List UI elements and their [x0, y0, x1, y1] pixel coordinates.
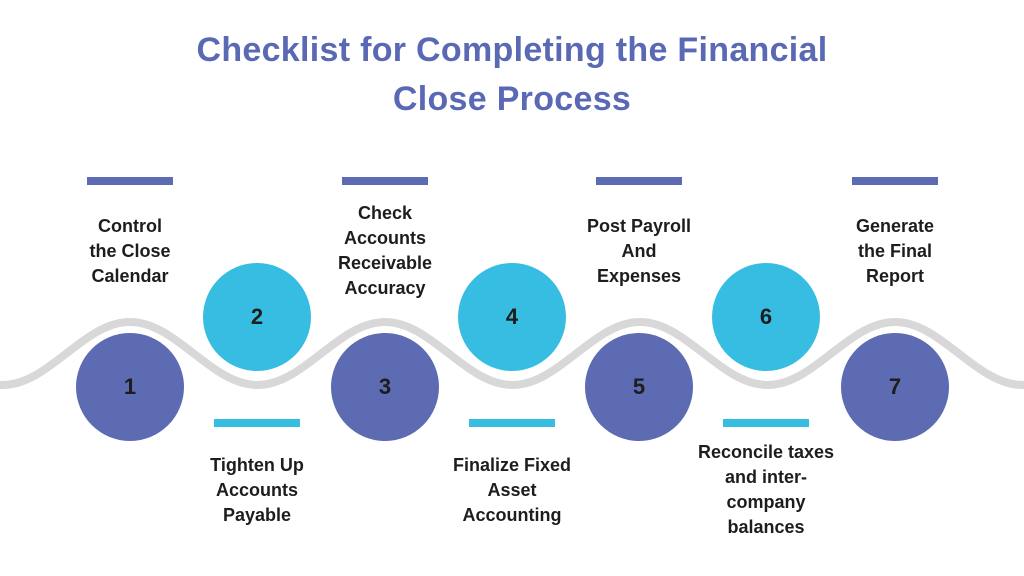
step-4-label: Finalize Fixed Asset Accounting — [452, 454, 572, 525]
step-1-circle: 1 — [76, 333, 184, 441]
step-2: 2 Tighten Up Accounts Payable — [167, 0, 347, 576]
step-4-number: 4 — [505, 304, 519, 329]
step-7-number: 7 — [888, 374, 902, 399]
step-4-accent-bar — [469, 419, 555, 427]
step-3-label: Check Accounts Receivable Accuracy — [337, 203, 433, 298]
step-6: 6 Reconcile taxes and inter- company bal… — [676, 0, 856, 576]
timeline-wave-path — [0, 317, 1024, 390]
step-1-label: Control the Close Calendar — [89, 215, 171, 286]
step-4: 4 Finalize Fixed Asset Accounting — [422, 0, 602, 576]
step-7-accent-bar — [852, 177, 938, 185]
step-1-number: 1 — [123, 374, 137, 399]
step-3: Check Accounts Receivable Accuracy 3 — [295, 0, 475, 576]
step-5: Post Payroll And Expenses 5 — [549, 0, 729, 576]
step-6-number: 6 — [759, 304, 773, 329]
step-7-circle: 7 — [841, 333, 949, 441]
step-5-circle: 5 — [585, 333, 693, 441]
page-title: Checklist for Completing the Financial C… — [196, 31, 828, 118]
step-7-label: Generate the Final Report — [855, 215, 935, 286]
step-1-accent-bar — [87, 177, 173, 185]
step-2-number: 2 — [250, 304, 264, 329]
step-6-circle: 6 — [712, 263, 820, 371]
step-3-circle: 3 — [331, 333, 439, 441]
step-4-circle: 4 — [458, 263, 566, 371]
step-3-number: 3 — [378, 374, 392, 399]
step-3-accent-bar — [342, 177, 428, 185]
step-5-number: 5 — [632, 374, 646, 399]
step-7: Generate the Final Report 7 — [805, 0, 985, 576]
step-5-label: Post Payroll And Expenses — [586, 215, 692, 286]
step-6-label: Reconcile taxes and inter- company balan… — [697, 442, 835, 537]
step-2-circle: 2 — [203, 263, 311, 371]
step-2-label: Tighten Up Accounts Payable — [210, 454, 304, 525]
step-5-accent-bar — [596, 177, 682, 185]
step-6-accent-bar — [723, 419, 809, 427]
step-2-accent-bar — [214, 419, 300, 427]
step-1: Control the Close Calendar 1 — [40, 0, 220, 576]
